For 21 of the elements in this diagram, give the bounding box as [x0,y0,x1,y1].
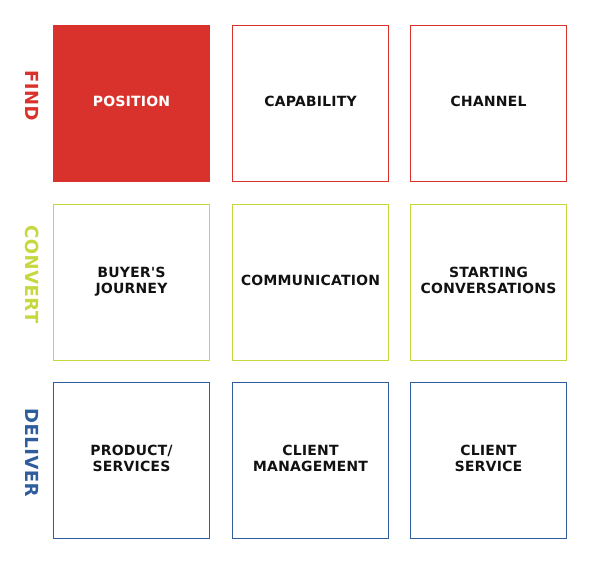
category-tile [53,382,210,539]
category-tile [410,382,567,539]
category-tile [232,204,389,361]
category-tile [410,204,567,361]
category-tile [410,25,567,182]
category-label: POSITION [92,94,170,110]
category-label: CLIENT SERVICE [454,442,522,474]
category-label: CAPABILITY [264,94,357,110]
category-label: PRODUCT/ SERVICES [90,442,173,474]
category-label: BUYER'S JOURNEY [95,264,168,296]
category-tile [53,204,210,361]
category-tile [232,25,389,182]
row-label: DELIVER [20,408,40,497]
category-label: CHANNEL [450,94,527,110]
category-label: STARTING CONVERSATIONS [420,264,556,296]
row-label: CONVERT [20,225,40,324]
category-tile [232,382,389,539]
category-label: COMMUNICATION [240,272,380,288]
category-label: CLIENT MANAGEMENT [252,442,368,474]
category-tile [53,25,210,182]
row-label: FIND [20,70,40,121]
